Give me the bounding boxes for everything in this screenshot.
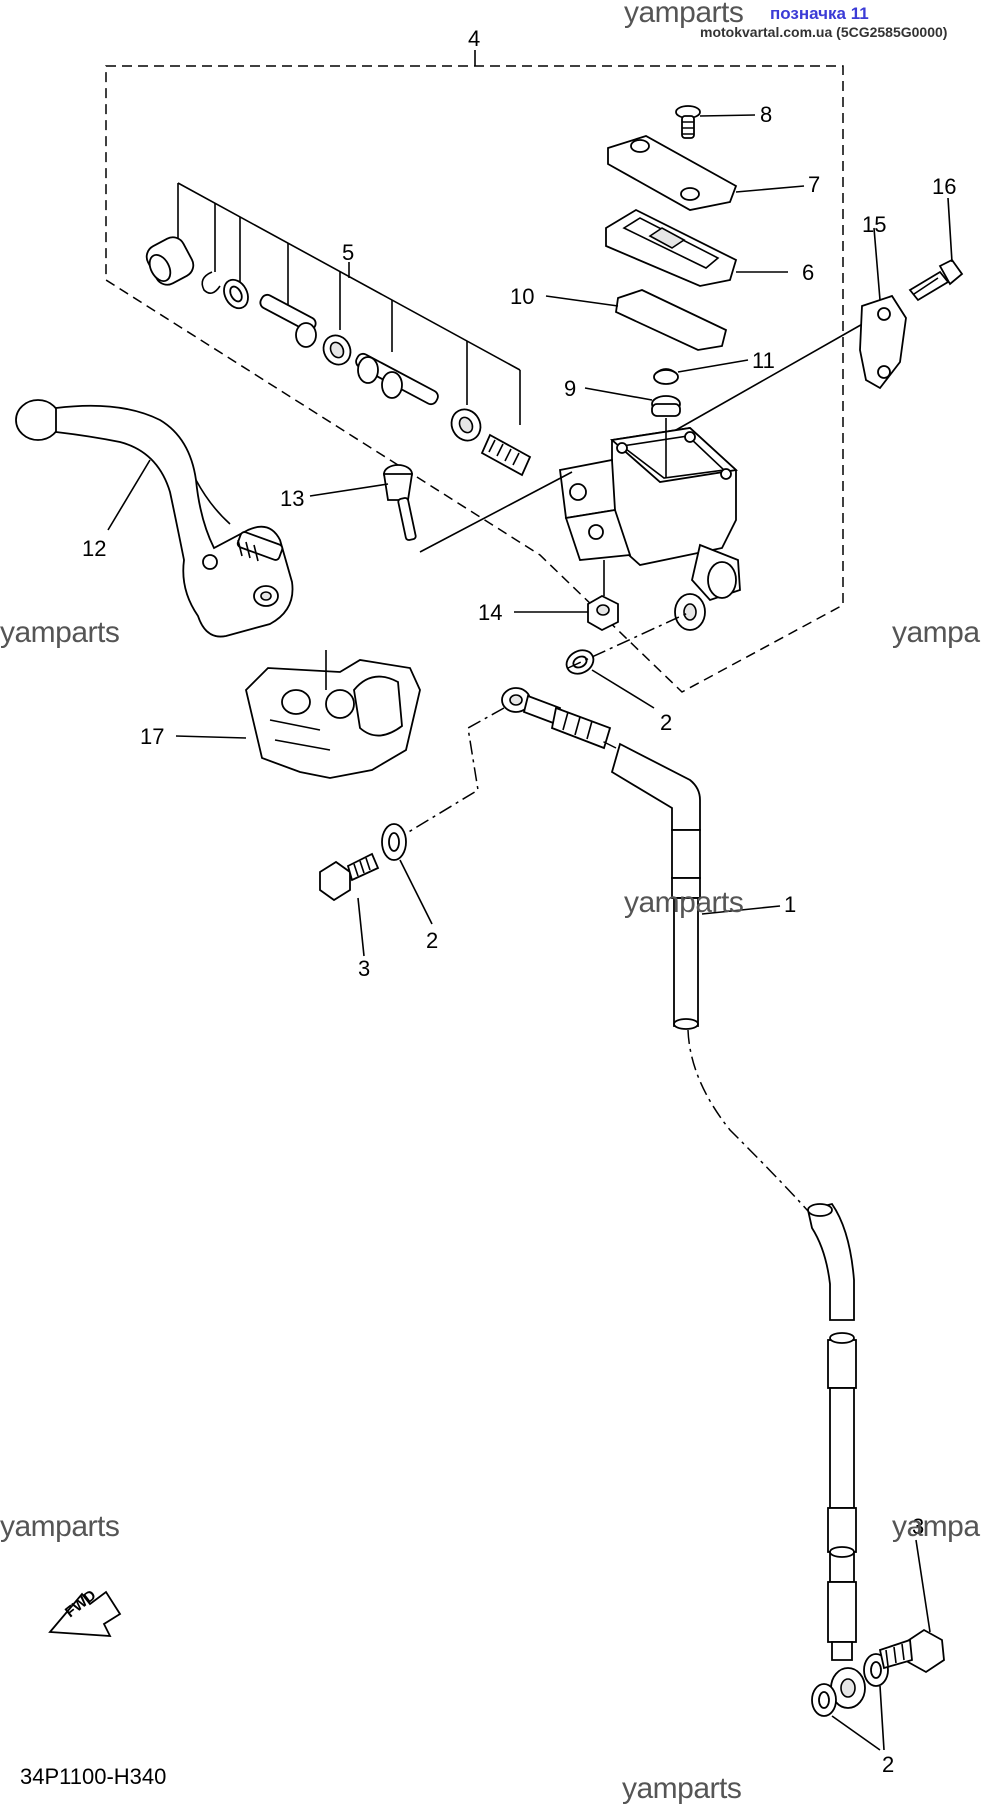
callout-14: 14 <box>478 600 502 625</box>
diagram-code: 34P1100-H340 <box>20 1764 167 1789</box>
reservoir-cap <box>607 135 805 211</box>
hose-upper-fitting <box>501 687 701 1030</box>
watermark-right-upper: yampa <box>892 616 980 649</box>
callout-17: 17 <box>140 724 164 749</box>
callout-8: 8 <box>760 102 772 127</box>
watermark-bottom: yamparts <box>622 1772 742 1805</box>
float-cap-parts <box>584 359 749 478</box>
callout-1: 1 <box>784 892 796 917</box>
pivot-nut <box>514 560 619 632</box>
cap-screw <box>675 105 756 139</box>
master-cylinder-body <box>559 427 741 631</box>
callout-4: 4 <box>468 26 480 51</box>
watermark-center: yamparts <box>624 886 744 919</box>
callout-2-lower: 2 <box>882 1752 894 1777</box>
callout-3-lower: 3 <box>912 1514 924 1539</box>
bracket-bolt <box>908 197 964 302</box>
callout-5: 5 <box>342 240 354 265</box>
callout-10: 10 <box>510 284 534 309</box>
lever-holder <box>175 650 421 779</box>
callout-15: 15 <box>862 212 886 237</box>
leader-15-connector <box>675 321 867 431</box>
banjo-dash-connector <box>401 707 505 837</box>
mounting-bracket <box>859 227 907 390</box>
pivot-bolt <box>309 464 573 553</box>
callout-11: 11 <box>752 348 775 373</box>
watermark-left-upper: yamparts <box>0 616 120 649</box>
callout-numbers: 4 5 8 7 6 15 16 10 11 9 13 12 14 2 17 1 … <box>82 26 956 1777</box>
callout-7: 7 <box>808 172 820 197</box>
header-watermark: yamparts <box>624 0 744 29</box>
callout-12: 12 <box>82 536 106 561</box>
watermark-left-lower: yamparts <box>0 1510 120 1543</box>
watermark-right-lower: yampa <box>892 1510 980 1543</box>
callout-13: 13 <box>280 486 304 511</box>
diaphragm-plate <box>605 208 788 287</box>
callout-3-middle: 3 <box>358 956 370 981</box>
callout-6: 6 <box>802 260 814 285</box>
lower-banjo-bolt <box>878 1539 945 1674</box>
fwd-arrow-icon <box>48 1590 122 1638</box>
callout-2-upper: 2 <box>660 710 672 735</box>
diaphragm <box>545 289 728 351</box>
hose-continuation <box>687 1029 817 1221</box>
callout-16: 16 <box>932 174 956 199</box>
leader-1 <box>701 905 781 915</box>
middle-banjo-bolt <box>319 852 380 957</box>
header-source: motokvartal.com.ua (5CG2585G0000) <box>700 24 948 40</box>
upper-washer <box>565 611 691 709</box>
lower-banjo-fitting <box>811 1653 889 1751</box>
middle-washer <box>381 823 433 925</box>
callout-9: 9 <box>564 376 576 401</box>
brake-lever <box>15 399 294 638</box>
callout-2-middle: 2 <box>426 928 438 953</box>
hose-lower-section <box>806 1202 857 1661</box>
piston-kit-parts <box>145 236 532 477</box>
header-label: позначка 11 <box>770 4 869 23</box>
group-5-bracket <box>177 182 521 425</box>
assembly-4-boundary <box>105 65 844 693</box>
